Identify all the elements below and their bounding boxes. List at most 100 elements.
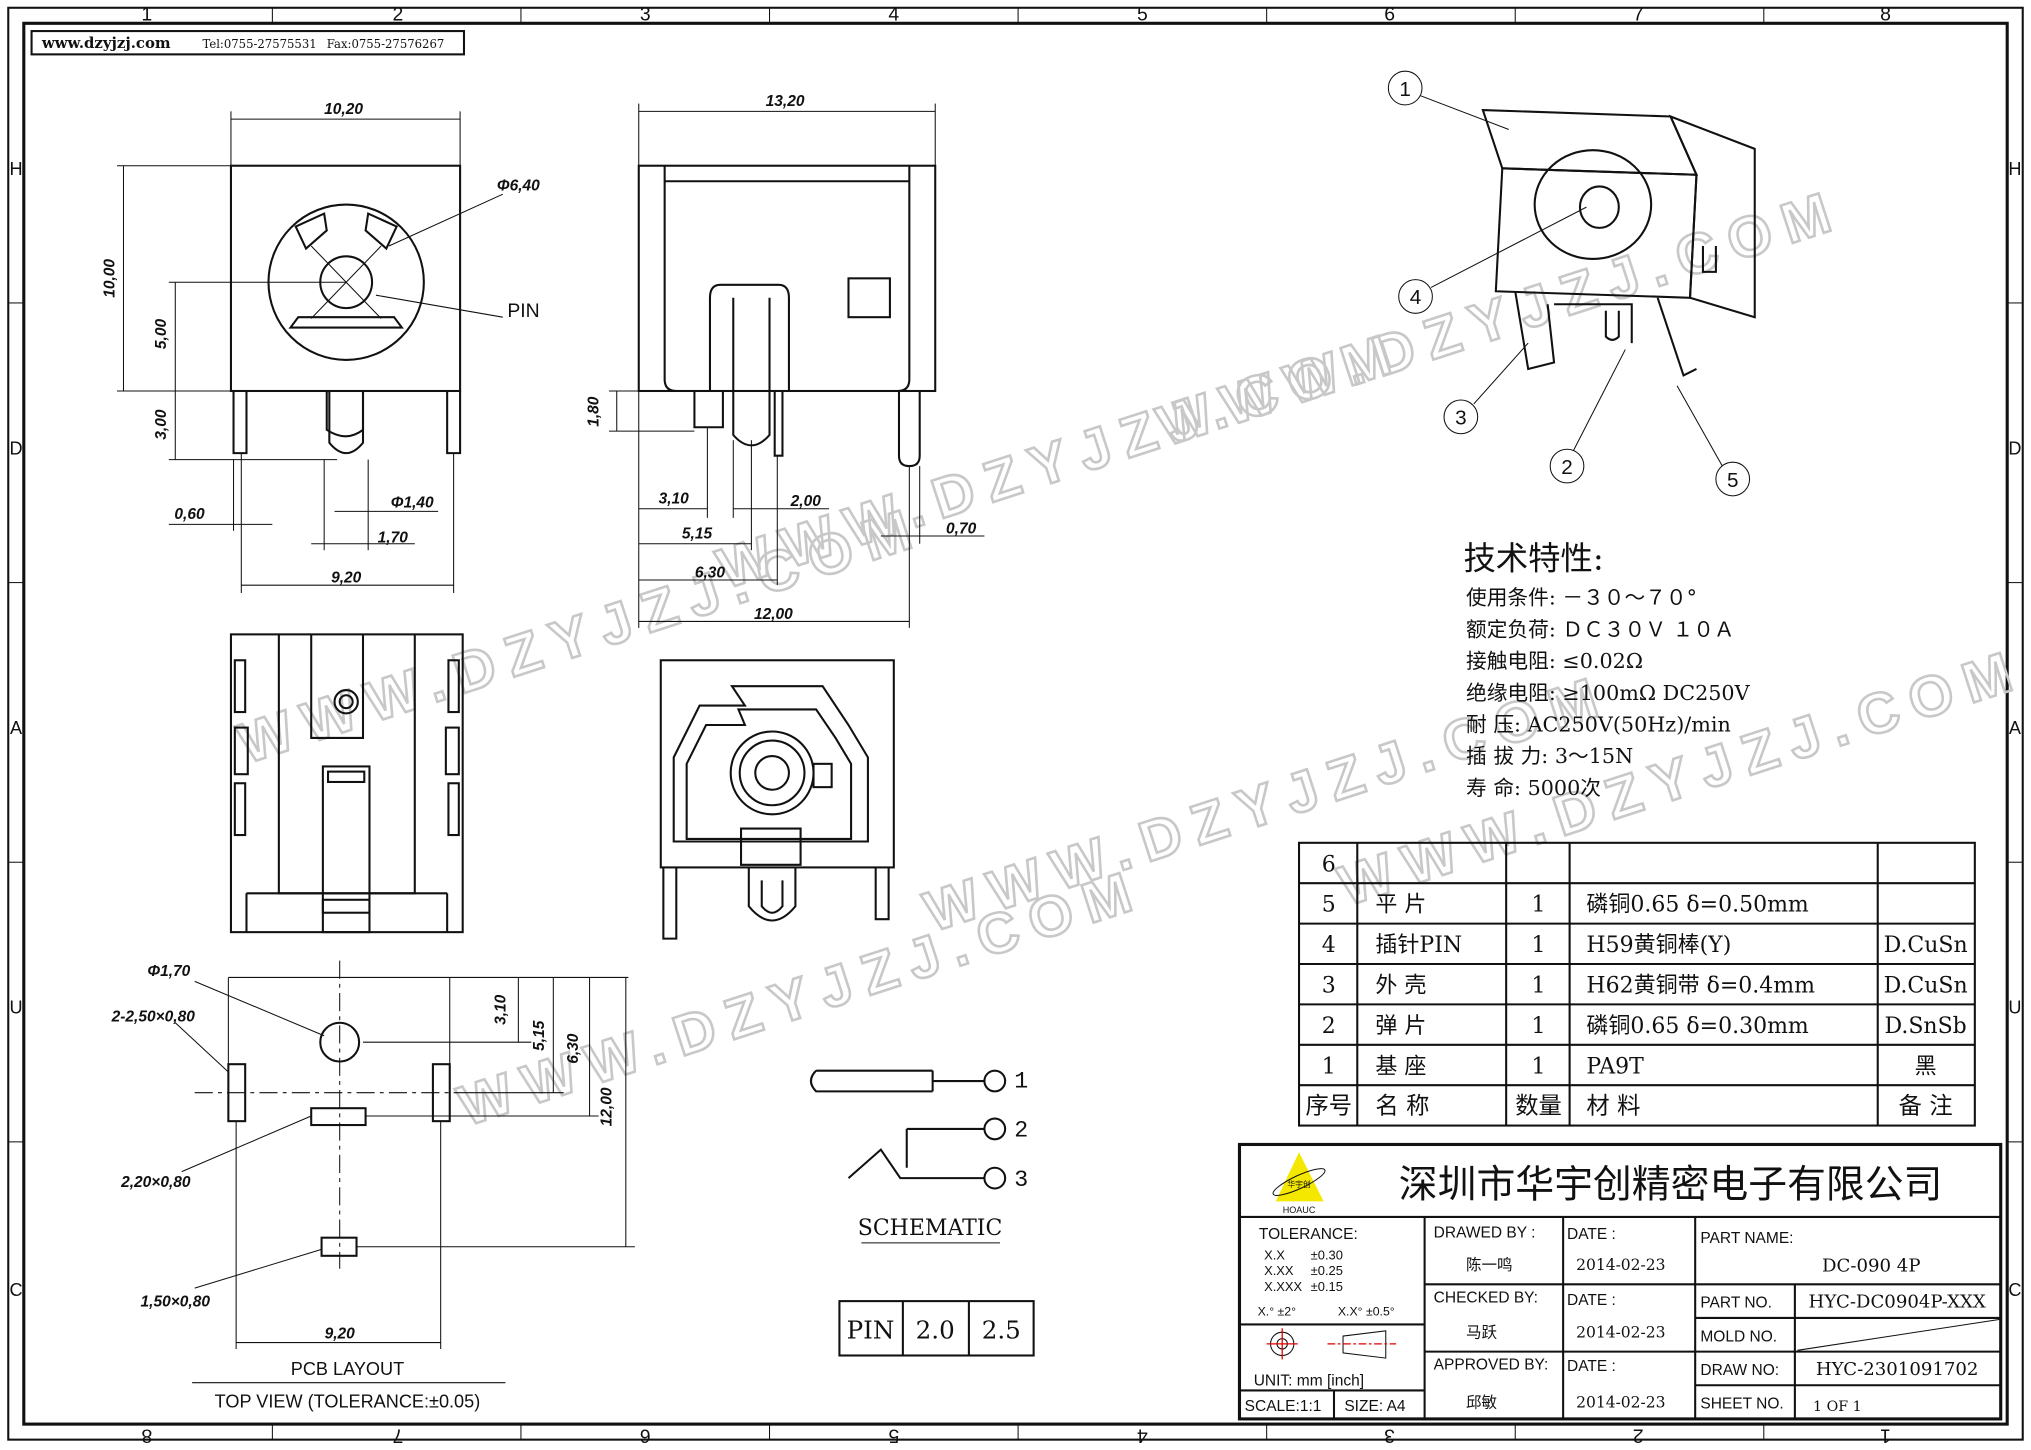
approved-by-label: APPROVED BY:	[1434, 1357, 1549, 1374]
approved-date: 2014-02-23	[1576, 1393, 1665, 1411]
spec-line: 耐 压: AC250V(50Hz)/min	[1466, 712, 1731, 736]
bom-cell-no: 6	[1322, 852, 1336, 877]
bom-cell-name: 平 片	[1375, 893, 1426, 918]
part-name: DC-090 4P	[1822, 1255, 1921, 1276]
bom-cell-name: 弹 片	[1375, 1014, 1426, 1039]
dimension-label: 2,00	[790, 493, 822, 510]
angle-tolerance: X.° ±2°	[1258, 1304, 1296, 1318]
draw-no: HYC-2301091702	[1816, 1359, 1979, 1380]
size-text: SIZE: A4	[1344, 1398, 1406, 1415]
angle-tolerance: X.X° ±0.5°	[1338, 1304, 1395, 1318]
schematic-title: SCHEMATIC	[858, 1216, 1003, 1241]
part-name-label: PART NAME:	[1700, 1230, 1793, 1247]
callout-4: 4	[1410, 286, 1422, 309]
approved-by: 邱敏	[1466, 1393, 1497, 1411]
website-text: www.dzyjzj.com	[41, 34, 171, 52]
bom-cell-name: 外 壳	[1375, 973, 1426, 998]
dimension-label: 12,00	[599, 1087, 616, 1126]
bom-header-name: 名 称	[1375, 1093, 1429, 1120]
sheet-no-label: SHEET NO.	[1700, 1396, 1783, 1413]
company-logo: 华宇创 HOAUC	[1272, 1152, 1326, 1215]
dimension-label: 5,00	[153, 319, 170, 350]
grid-column-label: 6	[1384, 4, 1395, 26]
spec-line: 寿 命: 5000次	[1466, 776, 1601, 800]
bom-cell-material: PA9T	[1586, 1054, 1644, 1079]
grid-column-label: 5	[1137, 4, 1148, 26]
draw-no-label: DRAW NO:	[1700, 1362, 1779, 1379]
grid-row-label: A	[2009, 718, 2022, 738]
grid-column-label: 3	[640, 4, 651, 26]
bom-cell-material: H62黄铜带 δ=0.4mm	[1586, 973, 1815, 998]
rear-view	[659, 659, 895, 940]
grid-column-label: 3	[1384, 1424, 1395, 1446]
bom-cell-note: D.CuSn	[1884, 933, 1968, 958]
drawn-by-label: DRAWED BY :	[1434, 1225, 1536, 1242]
side-view	[608, 103, 985, 628]
specs-title: 技术特性:	[1463, 540, 1603, 578]
dimension-label: 9,20	[325, 1326, 356, 1343]
dimension-label: 5,15	[531, 1020, 548, 1051]
spec-line: 使用条件: －３０～７０°	[1466, 586, 1697, 610]
bom-cell-material: 磷铜0.65 δ=0.30mm	[1586, 1014, 1809, 1039]
bom-cell-qty: 1	[1532, 973, 1546, 998]
pin-table-value-2: 2.5	[982, 1316, 1021, 1345]
dimension-label: 3,10	[659, 491, 690, 508]
drawn-date: 2014-02-23	[1576, 1256, 1665, 1274]
schematic-pin-2: 2	[1014, 1118, 1028, 1144]
pcb-layout	[174, 960, 635, 1384]
sheet-no: 1 OF 1	[1813, 1399, 1862, 1415]
dimension-label: 2-2,50×0,80	[111, 1008, 196, 1025]
bom-cell-name: 插针PIN	[1375, 933, 1462, 958]
part-no-label: PART NO.	[1700, 1295, 1772, 1312]
bom-cell-note: D.CuSn	[1884, 973, 1968, 998]
part-no: HYC-DC0904P-XXX	[1809, 1292, 1986, 1313]
dimension-label: 10,00	[101, 259, 118, 298]
tolerance-key: X.XXX	[1264, 1279, 1302, 1294]
dimension-label: 6,30	[695, 564, 726, 581]
dimension-label: 6,30	[565, 1033, 582, 1064]
dimension-label: Φ1,40	[391, 495, 434, 512]
dimension-label: 2,20×0,80	[120, 1174, 191, 1191]
dimension-label: 10,20	[324, 101, 363, 118]
tolerance-label: TOLERANCE:	[1259, 1226, 1358, 1243]
grid-column-label: 4	[888, 4, 899, 26]
unit-text: UNIT: mm [inch]	[1254, 1372, 1364, 1389]
bom-header-material: 材 料	[1586, 1093, 1640, 1120]
schematic	[809, 1069, 1035, 1357]
dimension-label: 1,80	[586, 396, 603, 427]
callout-3: 3	[1455, 407, 1467, 430]
dimension-label: 3,00	[153, 409, 170, 440]
bom-cell-no: 4	[1322, 933, 1336, 958]
grid-column-label: 7	[1633, 4, 1644, 26]
header-contact-box: www.dzyjzj.com Tel:0755-27575531 Fax:075…	[30, 30, 466, 56]
grid-row-label: U	[2008, 998, 2021, 1018]
bom-header-no: 序号	[1306, 1093, 1353, 1120]
tolerance-key: X.X	[1264, 1248, 1285, 1263]
bom-header-note: 备 注	[1899, 1093, 1953, 1120]
grid-row-label: H	[9, 159, 22, 179]
pcb-layout-subtitle: TOP VIEW (TOLERANCE:±0.05)	[215, 1391, 481, 1411]
grid-column-label: 1	[1880, 1424, 1891, 1446]
grid-column-label: 1	[141, 4, 152, 26]
logo-cn-text: 华宇创	[1287, 1179, 1311, 1189]
logo-text: HOAUC	[1283, 1205, 1316, 1215]
grid-column-label: 4	[1137, 1424, 1148, 1446]
dimension-label: Φ6,40	[497, 177, 540, 194]
spec-line: 接触电阻: ≤0.02Ω	[1466, 649, 1643, 673]
grid-column-label: 8	[141, 1424, 152, 1446]
bom-cell-no: 3	[1322, 973, 1336, 998]
dimension-label: 0,60	[174, 506, 205, 523]
date-label: DATE :	[1567, 1226, 1616, 1243]
bottom-view	[229, 633, 464, 934]
callout-1: 1	[1399, 78, 1411, 101]
grid-row-label: D	[9, 438, 22, 458]
dimension-label: PIN	[507, 300, 539, 322]
dimension-label: 0,70	[946, 520, 977, 537]
checked-by-label: CHECKED BY:	[1434, 1289, 1538, 1306]
dimension-label: 13,20	[766, 93, 805, 110]
tolerance-key: X.XX	[1264, 1263, 1294, 1278]
dimension-label: 1,50×0,80	[141, 1293, 211, 1310]
